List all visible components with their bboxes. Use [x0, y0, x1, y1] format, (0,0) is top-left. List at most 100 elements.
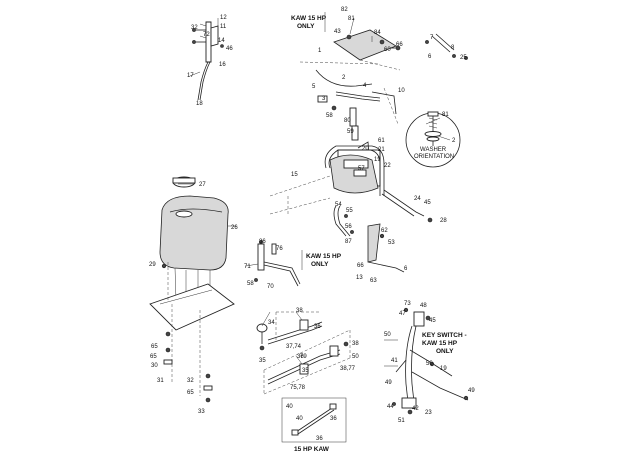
callout: 76 — [276, 246, 283, 252]
annotation-notes: KAW 15 HP ONLY KAW 15 HP ONLY KEY SWITCH… — [291, 12, 467, 453]
callout: 29 — [149, 262, 156, 268]
callout: 80 — [344, 118, 351, 124]
callout: 5 — [312, 84, 316, 90]
callout: 65 — [151, 344, 158, 350]
callout: 45 — [429, 318, 436, 324]
callout: 87 — [345, 239, 352, 245]
callout: 31 — [157, 378, 164, 384]
callout: 54 — [335, 202, 342, 208]
leader-lines — [178, 17, 451, 365]
callout: 15 — [291, 172, 298, 178]
callout: 71 — [244, 264, 251, 270]
callout: 61 — [378, 138, 385, 144]
callout: 40 — [286, 404, 293, 410]
note-kaw15-top-a: KAW 15 HP — [291, 15, 327, 22]
callout: 33 — [198, 409, 205, 415]
callout: 56 — [345, 224, 352, 230]
callout: 51 — [398, 418, 405, 424]
callout: 50 — [352, 354, 359, 360]
callout: 24 — [414, 196, 421, 202]
callout: 28 — [440, 218, 447, 224]
callout: 66 — [396, 42, 403, 48]
note-key-switch-a: KEY SWITCH - — [422, 332, 467, 339]
note-kaw15-mid-b: ONLY — [311, 261, 329, 268]
callout: 50 — [426, 361, 433, 367]
callout: 84 — [374, 30, 381, 36]
callout: 4 — [363, 83, 367, 89]
callout: 38 — [352, 341, 359, 347]
note-kaw15-top-b: ONLY — [297, 23, 315, 30]
callout: 65 — [150, 354, 157, 360]
callout: 37,74 — [286, 344, 302, 350]
callout: 36 — [314, 324, 321, 330]
callout: 20 — [362, 146, 369, 152]
callout: 81 — [442, 112, 449, 118]
callout: 2 — [342, 75, 346, 81]
callout: 8 — [451, 45, 455, 51]
linkage-rods-lower — [256, 311, 351, 395]
callout: 62 — [381, 228, 388, 234]
callout: 47 — [399, 311, 406, 317]
callout: 14 — [218, 38, 225, 44]
callout: 11 — [220, 24, 227, 30]
linkage-lever-assembly — [269, 87, 433, 223]
callout: 10 — [398, 88, 405, 94]
callout: 32 — [191, 25, 198, 31]
callout: 26 — [231, 225, 238, 231]
callout: 44 — [387, 404, 394, 410]
callout: 36 — [297, 354, 304, 360]
callout: 22 — [384, 163, 391, 169]
callout: 86 — [259, 239, 266, 245]
callout: 81 — [348, 16, 355, 22]
callout: 63 — [370, 278, 377, 284]
callout: 34 — [268, 320, 275, 326]
note-key-switch-c: ONLY — [436, 348, 454, 355]
fuel-tank — [159, 176, 229, 301]
callout: 19 — [440, 366, 447, 372]
callout: 1 — [318, 48, 322, 54]
callout: 57 — [358, 166, 365, 172]
callout: 7 — [430, 35, 434, 41]
callout: 72 — [203, 32, 210, 38]
callout: 40 — [296, 416, 303, 422]
pivot-bracket-topright — [425, 33, 468, 60]
note-kaw15-mid-a: KAW 15 HP — [306, 253, 342, 260]
callout: 30 — [151, 363, 158, 369]
choke-bracket-kaw15 — [245, 240, 301, 287]
callout: 49 — [468, 388, 475, 394]
callout: 58 — [247, 281, 254, 287]
console-plate — [299, 29, 401, 87]
callout: 2 — [452, 138, 456, 144]
washer-orientation-detail — [405, 111, 461, 168]
callout: 13 — [356, 275, 363, 281]
callout: 43 — [334, 29, 341, 35]
callout: 21 — [378, 147, 385, 153]
note-washer-a: WASHER — [420, 147, 447, 153]
key-switch-harness — [384, 307, 469, 415]
inset-title: 15 HP KAW — [294, 446, 330, 453]
callout: 75,78 — [290, 385, 306, 391]
callout: 79 — [300, 354, 307, 360]
callout: 32 — [187, 378, 194, 384]
note-washer-b: ORIENTATION — [414, 154, 454, 160]
callout: 12 — [220, 15, 227, 21]
callout: 46 — [226, 46, 233, 52]
callout: 65 — [187, 390, 194, 396]
callout: 82 — [341, 7, 348, 13]
callout: 66 — [357, 263, 364, 269]
callout: 41 — [391, 358, 398, 364]
note-key-switch-b: KAW 15 HP — [422, 340, 458, 347]
callout: 38,77 — [340, 366, 356, 372]
callout: 35 — [302, 368, 309, 374]
callout: 25 — [460, 55, 467, 61]
callout: 60 — [384, 47, 391, 53]
bracket-assembly-topleft — [189, 18, 224, 101]
callout: 55 — [346, 208, 353, 214]
callout: 36 — [330, 416, 337, 422]
tank-mount-plate — [149, 262, 235, 403]
callout: 17 — [187, 73, 194, 79]
callout: 70 — [267, 284, 274, 290]
callout: 42 — [412, 406, 419, 412]
